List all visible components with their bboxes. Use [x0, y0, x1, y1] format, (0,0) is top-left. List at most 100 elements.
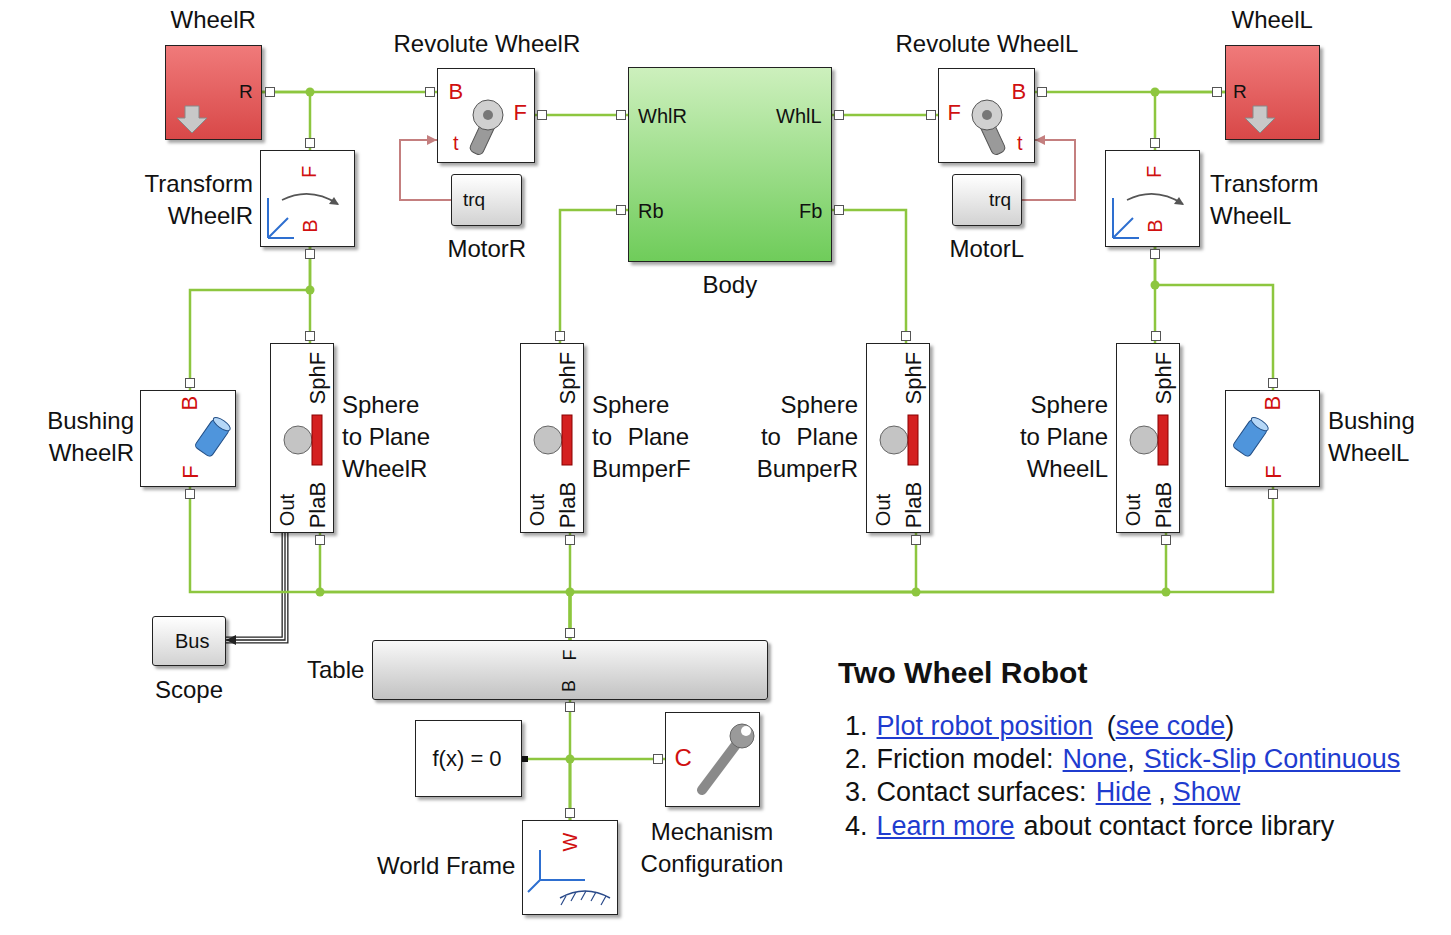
- port-label: B: [560, 680, 580, 692]
- wire-stroke: [570, 759, 665, 820]
- wire-stroke: [190, 487, 570, 640]
- port-label: F: [178, 465, 202, 478]
- note-line: 2.Friction model:None,Stick-Slip Continu…: [845, 743, 1400, 775]
- port-marker: [616, 110, 626, 120]
- port-marker: [522, 756, 528, 762]
- solid-block: WheelRR: [165, 45, 262, 140]
- port-marker: [1150, 249, 1160, 259]
- wire-stroke: [320, 533, 570, 640]
- block-label: Transform WheelR: [128, 168, 253, 233]
- wire-stroke: [226, 533, 285, 640]
- port-marker: [565, 628, 575, 638]
- port-marker: [305, 249, 315, 259]
- port-marker: [1268, 378, 1278, 388]
- wire-stroke: [570, 533, 916, 640]
- port-marker: [565, 535, 575, 545]
- block-label: Revolute WheelR: [394, 28, 581, 60]
- world-frame-block: WWorld Frame: [522, 820, 618, 915]
- note-line: 1.Plot robot position(see code): [845, 710, 1234, 742]
- port-label: F: [1143, 166, 1165, 178]
- revolute-joint: Revolute WheelLFBt: [938, 68, 1035, 163]
- physical-connector: [1155, 247, 1156, 343]
- note-text: ,: [1127, 743, 1135, 775]
- physical-connector: [1155, 92, 1225, 150]
- note-text: 4.: [845, 810, 868, 842]
- port-marker: [565, 702, 575, 712]
- note-text: Friction model:: [877, 743, 1054, 775]
- block-label: Sphere to Plane WheelL: [1013, 389, 1108, 486]
- physical-connector: [535, 115, 628, 116]
- junction-dot: [316, 588, 325, 597]
- port-label: SphF: [306, 352, 330, 405]
- wire-stroke: [522, 759, 570, 820]
- junction-dot: [1162, 588, 1171, 597]
- bushing-joint: Bushing WheelLBF: [1225, 390, 1320, 487]
- wire-stroke: [570, 533, 1166, 640]
- note-text: ): [1225, 710, 1234, 742]
- port-marker: [565, 808, 575, 818]
- port-label: F: [298, 166, 320, 178]
- port-marker: [1212, 87, 1222, 97]
- physical-connector: [522, 759, 570, 820]
- port-label: F: [514, 98, 527, 128]
- port-marker: [901, 331, 911, 341]
- transform-block: Transform WheelRFB: [260, 150, 355, 247]
- port-label: trq: [463, 187, 485, 213]
- port-label: trq: [989, 187, 1011, 213]
- wire-stroke: [262, 91, 437, 94]
- wire-stroke: [832, 114, 938, 117]
- block-label: Bushing WheelR: [29, 405, 134, 470]
- note-text: 3.: [845, 776, 868, 808]
- port-label: Fb: [799, 198, 822, 225]
- physical-connector: [832, 210, 906, 343]
- note-text: 2.: [845, 743, 868, 775]
- block-label: Sphere to Plane BumperR: [751, 389, 858, 486]
- port-label: Out: [526, 494, 548, 526]
- port-label: B: [449, 77, 464, 107]
- junction-dot: [566, 755, 575, 764]
- physical-connector: [1035, 92, 1225, 93]
- port-marker: [1151, 331, 1161, 341]
- port-marker: [425, 87, 435, 97]
- contact-force-block: SphFOutPlaBSphere to Plane WheelR: [270, 343, 334, 533]
- block-label: MotorR: [448, 233, 527, 265]
- port-label: F: [1261, 465, 1285, 478]
- port-marker: [926, 110, 936, 120]
- port-marker: [653, 754, 663, 764]
- wire-stroke: [262, 92, 310, 150]
- port-label: SphF: [902, 352, 926, 405]
- junction-dot: [912, 588, 921, 597]
- physical-connector: [570, 759, 665, 820]
- block-label: World Frame: [377, 850, 515, 882]
- wire-stroke: [1155, 92, 1225, 150]
- port-marker: [1150, 138, 1160, 148]
- port-label: PlaB: [1152, 482, 1176, 528]
- solid-block: TableFB: [372, 640, 768, 700]
- junction-dot: [1151, 88, 1160, 97]
- port-marker: [555, 331, 565, 341]
- port-label: SphF: [1152, 352, 1176, 405]
- port-label: t: [453, 130, 459, 157]
- revolute-joint: Revolute WheelRBFt: [437, 68, 535, 163]
- hyperlink: Plot robot position: [877, 710, 1093, 742]
- port-marker: [834, 205, 844, 215]
- motor-block: trqMotorR: [451, 174, 522, 226]
- transform-block: Transform WheelLFB: [1105, 150, 1200, 247]
- diagram-title: Two Wheel Robot: [838, 655, 1087, 691]
- port-label: B: [298, 219, 320, 232]
- port-marker: [265, 87, 275, 97]
- port-marker: [834, 110, 844, 120]
- wire-stroke: [535, 114, 628, 117]
- scope-block: BusScope: [152, 616, 226, 666]
- port-label: F: [948, 98, 961, 128]
- block-label: Transform WheelL: [1210, 168, 1335, 233]
- port-label: Out: [276, 494, 298, 526]
- port-label: Out: [1122, 494, 1144, 526]
- hyperlink: Learn more: [877, 810, 1015, 842]
- physical-connector: [570, 533, 916, 640]
- port-marker: [185, 489, 195, 499]
- wire-stroke: [1154, 247, 1157, 343]
- port-label: Bus: [175, 628, 209, 655]
- port-marker: [1037, 87, 1047, 97]
- physical-connector: [832, 115, 938, 116]
